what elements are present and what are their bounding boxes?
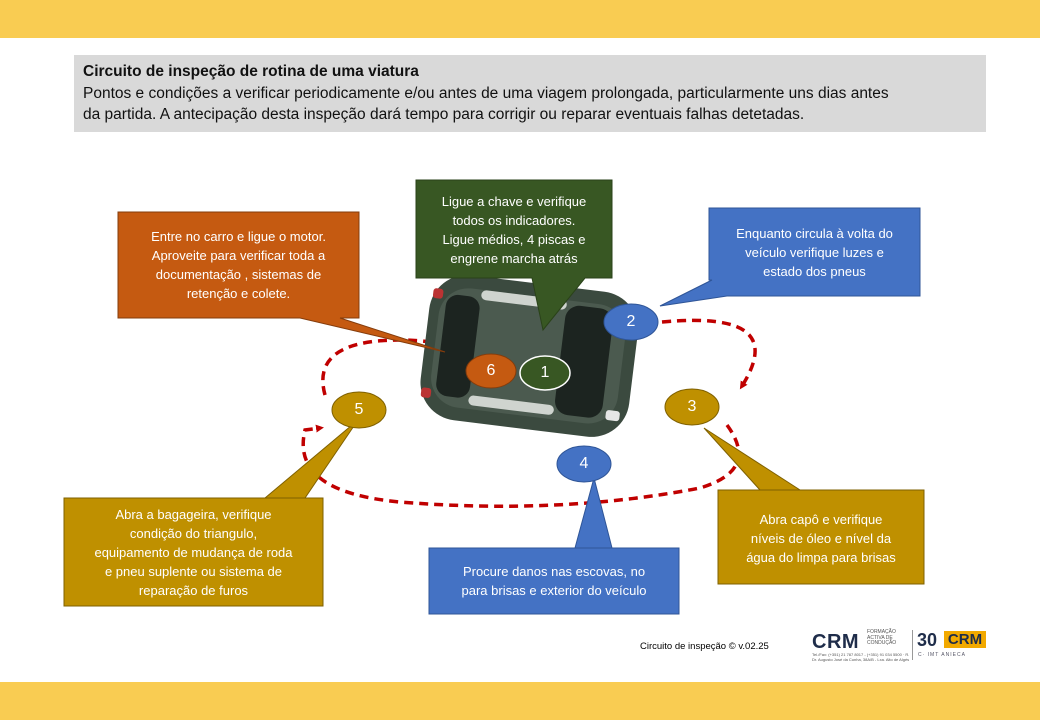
callout-step-2	[659, 207, 921, 307]
callout-step-1-line: Ligue a chave e verifique	[441, 194, 587, 209]
circuit-arrow-3-to-4-and-5	[301, 423, 741, 508]
logo-separator	[912, 630, 913, 660]
anniversary-number: 30	[917, 630, 938, 650]
callout-step-6	[117, 211, 446, 353]
step-number-4: 4	[579, 455, 589, 472]
callout-step-4	[428, 476, 680, 615]
callout-step-1-line: todos os indicadores.	[452, 213, 576, 228]
callout-step-1-line: engrene marcha atrás	[450, 251, 578, 266]
marker-step-3	[664, 388, 720, 426]
circuit-arrow-2-to-3	[661, 318, 757, 390]
footer-caption: Circuito de inspeção © v.02.25	[640, 641, 769, 652]
callout-step-3-line: Abra capô e verifique	[759, 511, 883, 527]
callout-step-5-line: Abra a bagageira, verifique	[115, 506, 272, 522]
step-number-1: 1	[540, 364, 550, 381]
callout-step-2-line: veículo verifique luzes e	[745, 244, 884, 260]
marker-step-5	[331, 391, 387, 429]
marker-step-4	[556, 445, 612, 483]
callout-step-2-line: estado dos pneus	[763, 263, 866, 279]
partner-logos: C· IMT ANIECA	[918, 652, 966, 658]
marker-step-6	[465, 353, 517, 389]
bottom-band	[0, 682, 1040, 720]
header-description-line-2: da partida. A antecipação desta inspeção…	[83, 106, 805, 123]
callout-step-3-line: água do limpa para brisas	[746, 549, 896, 565]
callout-step-6-line: documentação , sistemas de	[155, 267, 322, 282]
callout-step-5	[63, 419, 359, 607]
callout-step-5-line: condição do triangulo,	[129, 525, 258, 541]
header-description-line-1: Pontos e condições a verificar periodica…	[83, 84, 889, 102]
header-box: Circuito de inspeção de rotina de uma vi…	[74, 55, 986, 132]
top-band	[0, 0, 1040, 38]
callout-step-3-text: Abra capô e verifique níveis de óleo e n…	[718, 500, 924, 576]
crm-logo-text: CRM	[812, 631, 860, 653]
callout-step-5-line: reparação de furos	[138, 582, 249, 598]
marker-step-2	[603, 303, 659, 341]
callout-step-2-text: Enquanto circula à volta do veículo veri…	[709, 216, 920, 288]
callout-step-6-line: Entre no carro e ligue o motor.	[151, 229, 326, 244]
step-number-3: 3	[687, 398, 697, 415]
callout-step-1	[415, 179, 613, 332]
callout-step-1-text: Ligue a chave e verifique todos os indic…	[416, 185, 612, 275]
callout-step-6-text: Entre no carro e ligue o motor. Aproveit…	[118, 220, 359, 310]
callout-step-4-text: Procure danos nas escovas, no para brisa…	[429, 552, 679, 610]
anniversary-crm-badge: CRM	[944, 631, 986, 648]
crm-logo-tagline: FORMAÇÃO ACTIVA DE CONDUÇÃO	[867, 629, 897, 646]
callout-step-3-line: níveis de óleo e nível da	[750, 530, 892, 546]
callout-step-2-line: Enquanto circula à volta do	[736, 225, 893, 241]
page-title: Circuito de inspeção de rotina de uma vi…	[83, 63, 419, 80]
callout-step-1-line: Ligue médios, 4 piscas e	[442, 232, 586, 247]
callout-step-4-line: para brisas e exterior do veículo	[461, 583, 647, 598]
callout-step-6-line: retenção e colete.	[186, 286, 291, 301]
callout-step-3	[703, 427, 925, 585]
step-number-6: 6	[486, 362, 496, 379]
step-number-5: 5	[354, 401, 364, 418]
callout-step-4-line: Procure danos nas escovas, no	[462, 564, 646, 579]
step-number-2: 2	[626, 313, 636, 330]
crm-logo-address: Tel./Fax: (+351) 21 787 8017 - (+351) 91…	[812, 652, 910, 662]
crm-logo: CRM FORMAÇÃO ACTIVA DE CONDUÇÃO Tel./Fax…	[812, 628, 990, 662]
marker-step-1	[519, 355, 571, 391]
callout-step-5-text: Abra a bagageira, verifique condição do …	[64, 502, 323, 602]
callout-step-5-line: e pneu suplente ou sistema de	[104, 563, 283, 579]
callout-step-6-line: Aproveite para verificar toda a	[151, 248, 326, 263]
callout-step-5-line: equipamento de mudança de roda	[94, 544, 293, 560]
